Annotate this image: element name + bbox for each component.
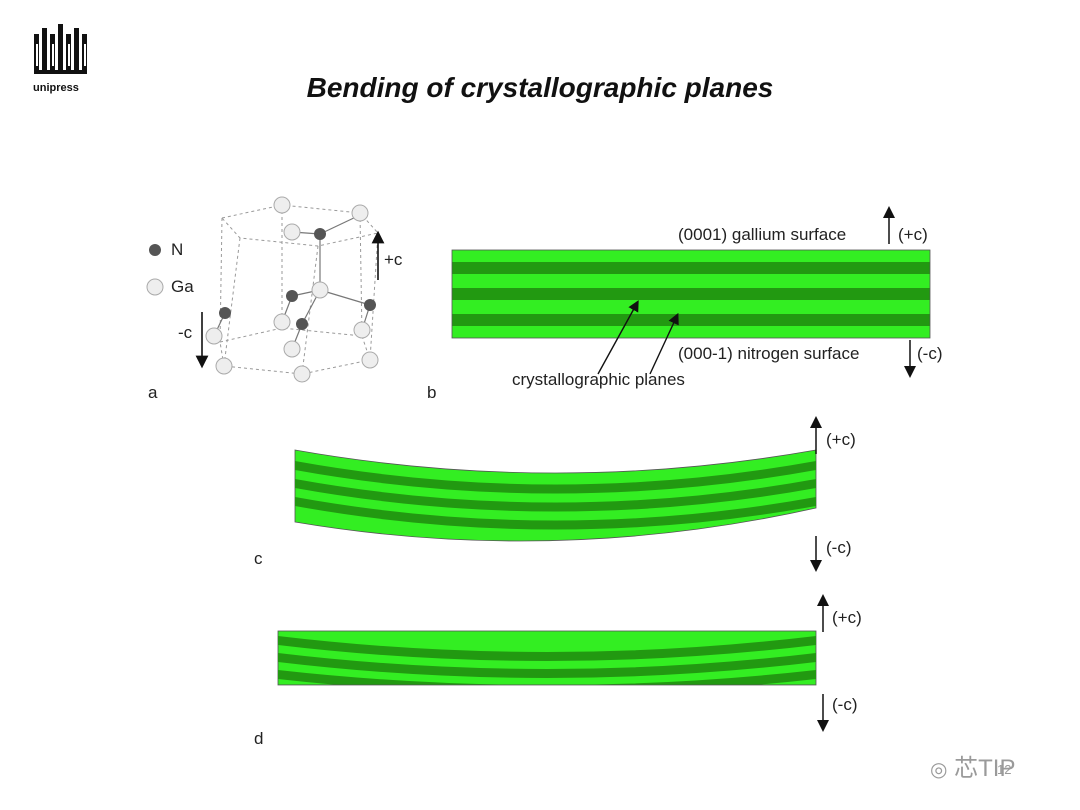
c-plus-c-label: (+c) [826,430,856,449]
b-minus-c-label: (-c) [917,344,943,363]
ga-atoms [205,196,379,383]
bent-slab-diagram [294,416,822,572]
watermark: ◎ 芯TIP [930,748,1015,783]
planes-pointer-2 [649,312,679,375]
panel-b-letter: b [427,383,437,402]
n-legend-dot [149,244,161,256]
bent-planes-diagram [277,594,829,732]
page-number: 12 [997,762,1012,777]
a-plus-c-label: +c [384,250,403,269]
panel-d-letter: d [254,729,264,748]
nitrogen-surface-label: (000-1) nitrogen surface [678,344,860,363]
d-plus-c-label: (+c) [832,608,862,627]
legend-ga-label: Ga [171,277,194,296]
watermark-text: 芯TIP [954,755,1016,782]
flat-layers-diagram [451,206,931,378]
gallium-surface-label: (0001) gallium surface [678,225,847,244]
legend-n-label: N [171,240,184,259]
a-minus-c-label: -c [178,323,193,342]
b-plus-c-label: (+c) [898,225,928,244]
page-title: Bending of crystallographic planes [306,72,774,103]
panel-c-letter: c [254,549,263,568]
ga-legend-dot [146,278,164,296]
wurtzite-cell-diagram [195,196,385,383]
panel-a-letter: a [148,383,158,402]
crystallographic-planes-label: crystallographic planes [512,370,685,389]
unipress-logo-icon [34,24,87,74]
n-atoms [219,228,376,330]
planes-pointer-1 [597,300,639,375]
wechat-icon: ◎ [930,759,948,781]
c-minus-c-label: (-c) [826,538,852,557]
d-minus-c-label: (-c) [832,695,858,714]
logo-text: unipress [33,82,79,94]
